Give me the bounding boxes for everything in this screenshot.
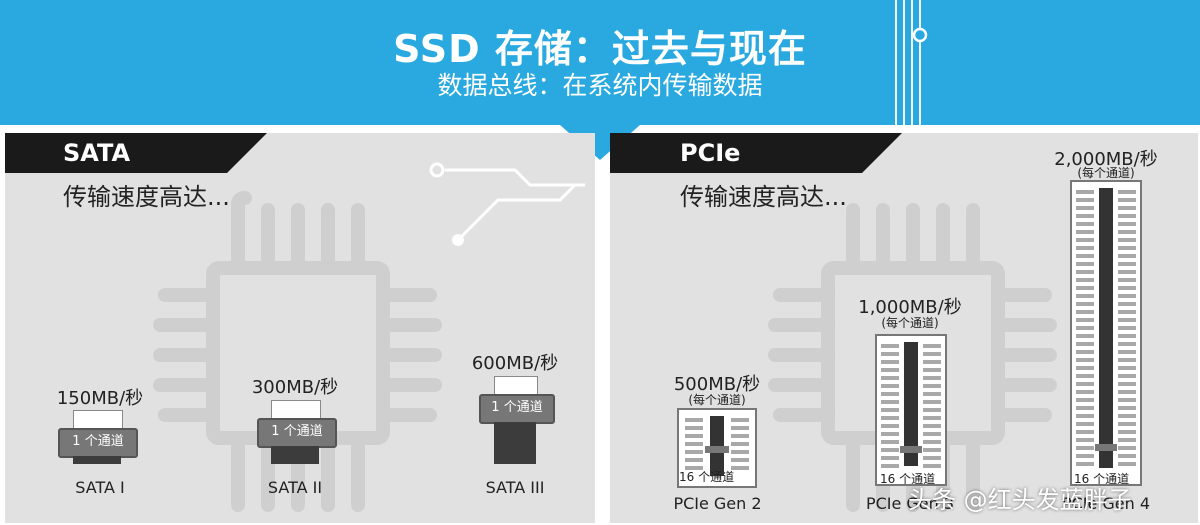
- watermark: 头条 @红头发蓝胖子: [908, 486, 1132, 514]
- sata3-lanes: 1 个通道: [491, 400, 543, 415]
- sata1-lane-badge: [58, 428, 138, 458]
- pcie4-name: PCIe Gen 4: [1061, 494, 1151, 513]
- pcie2-per-lane: (每个通道): [688, 393, 746, 407]
- pcie4-lanes: 16 个通道: [1074, 472, 1130, 486]
- sata3-body: [494, 422, 536, 464]
- sata3-lane-badge: [479, 394, 555, 424]
- pcie2-lanes: 16 个通道: [679, 470, 735, 484]
- pcie4-speed: 2,000MB/秒: [1054, 149, 1158, 170]
- sata1-speed: 150MB/秒: [56, 388, 144, 409]
- sata2-lanes: 1 个通道: [271, 424, 323, 439]
- sata2-speed: 300MB/秒: [251, 377, 339, 398]
- sata-subtitle: 传输速度高达...: [63, 183, 230, 211]
- pcie2-name: PCIe Gen 2: [673, 494, 762, 513]
- pcie3-speed: 1,000MB/秒: [858, 297, 962, 318]
- sata1-name: SATA I: [75, 478, 125, 497]
- page-subtitle: 数据总线：在系统内传输数据: [437, 71, 763, 100]
- pcie-subtitle: 传输速度高达...: [680, 183, 847, 211]
- sata1-body: [73, 456, 121, 464]
- sata3-connector: [494, 376, 538, 396]
- pcie2-speed: 500MB/秒: [673, 374, 761, 395]
- sata2-body: [271, 446, 319, 464]
- pcie3-name: PCIe Gen 3: [865, 494, 955, 513]
- sata2-lane-badge: [257, 418, 337, 448]
- pcie-tag-bg: [610, 133, 902, 173]
- header-banner: [0, 0, 1200, 125]
- sata3-name: SATA III: [485, 478, 545, 497]
- pcie3-lanes: 16 个通道: [880, 472, 936, 486]
- sata-tag-bg: [5, 133, 267, 173]
- sata-tag: SATA: [63, 139, 131, 167]
- sata3-speed: 600MB/秒: [471, 353, 559, 374]
- pcie3-per-lane: (每个通道): [881, 316, 939, 330]
- sata2-connector: [271, 400, 321, 420]
- page-title: SSD 存储：过去与现在: [393, 27, 807, 71]
- pcie4-connector: [1070, 180, 1142, 486]
- pcie-tag: PCIe: [680, 139, 741, 167]
- sata2-name: SATA II: [267, 478, 323, 497]
- pcie4-per-lane: (每个通道): [1077, 166, 1135, 180]
- pcie3-connector: [875, 334, 947, 486]
- sata1-lanes: 1 个通道: [72, 434, 124, 449]
- pcie2-connector: [677, 408, 757, 488]
